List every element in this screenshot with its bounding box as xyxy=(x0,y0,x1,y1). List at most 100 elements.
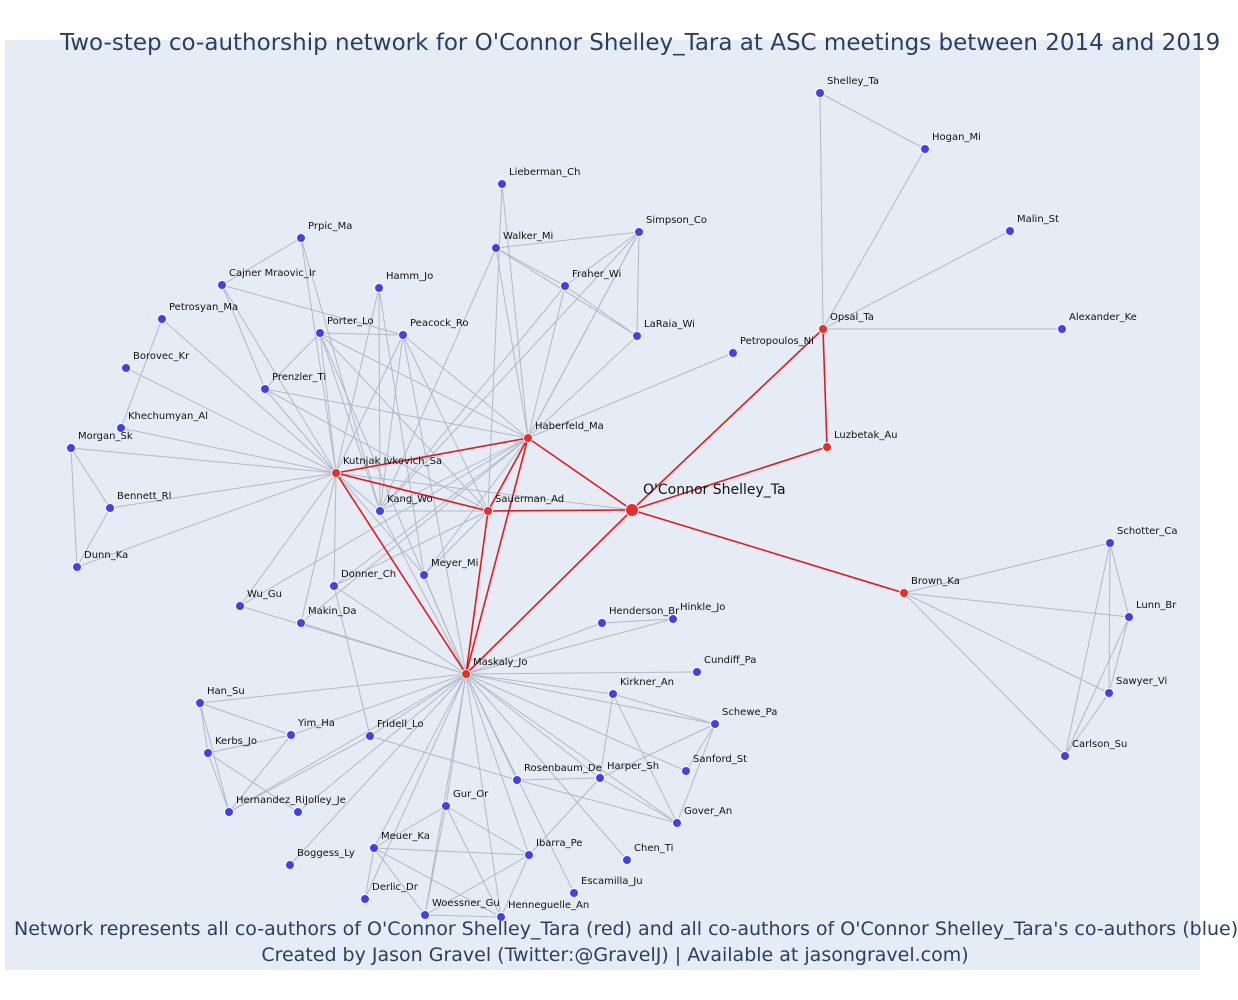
node-wu-gu[interactable] xyxy=(235,601,245,611)
node-petropoulos-ni[interactable] xyxy=(728,348,738,358)
edge-maskaly-jo--jolley-je xyxy=(297,673,467,813)
node-chen-ti[interactable] xyxy=(622,855,632,865)
node-prpic-ma[interactable] xyxy=(296,233,306,243)
node-meyer-mi[interactable] xyxy=(419,570,429,580)
node-woessner-gu[interactable] xyxy=(420,910,430,920)
edge-kutnjak-ivkovich-sa--dunn-ka xyxy=(76,472,337,568)
edge-kirkner-an--schewe-pa xyxy=(612,693,716,725)
node-kirkner-an[interactable] xyxy=(608,689,618,699)
edge-kerbs-jo--hernandez-ri xyxy=(207,752,230,813)
edge-first-step-o-connor-shelley-ta--haberfeld-ma xyxy=(527,437,633,511)
node-schewe-pa[interactable] xyxy=(710,719,720,729)
node-peacock-ro[interactable] xyxy=(398,330,408,340)
node-walker-mi[interactable] xyxy=(491,243,501,253)
node-schotter-ca[interactable] xyxy=(1105,538,1115,548)
edge-opsal-ta--malin-st xyxy=(822,230,1011,330)
node-brown-ka[interactable] xyxy=(899,588,909,598)
edge-first-step-opsal-ta--luzbetak-au xyxy=(822,328,828,448)
node-lunn-br[interactable] xyxy=(1124,612,1134,622)
node-escamilla-ju[interactable] xyxy=(569,888,579,898)
node-ibarra-pe[interactable] xyxy=(524,850,534,860)
node-hernandez-ri[interactable] xyxy=(224,807,234,817)
node-label-carlson-su: Carlson_Su xyxy=(1072,739,1127,750)
node-henneguelle-an[interactable] xyxy=(496,912,506,922)
node-morgan-sk[interactable] xyxy=(66,443,76,453)
node-lieberman-ch[interactable] xyxy=(497,179,507,189)
edge-maskaly-jo--henderson-br xyxy=(465,622,603,675)
node-kerbs-jo[interactable] xyxy=(203,748,213,758)
node-bennett-rl[interactable] xyxy=(105,503,115,513)
node-label-meuer-ka: Meuer_Ka xyxy=(381,831,430,842)
node-henderson-br[interactable] xyxy=(597,618,607,628)
node-label-hamm-jo: Hamm_Jo xyxy=(386,271,433,282)
node-porter-lo[interactable] xyxy=(315,328,325,338)
node-luzbetak-au[interactable] xyxy=(822,442,832,452)
node-gur-or[interactable] xyxy=(441,801,451,811)
node-maskaly-jo[interactable] xyxy=(461,669,471,679)
edge-first-step-kutnjak-ivkovich-sa--maskaly-jo xyxy=(335,472,467,675)
grey-edge-layer xyxy=(70,92,1130,918)
node-label-harper-sh: Harper_Sh xyxy=(607,761,659,772)
edge-maskaly-jo--ibarra-pe xyxy=(465,673,530,856)
node-petrosyan-ma[interactable] xyxy=(157,314,167,324)
node-label-lieberman-ch: Lieberman_Ch xyxy=(509,167,580,178)
node-label-dunn-ka: Dunn_Ka xyxy=(84,550,128,561)
edge-haberfeld-ma--fraher-wi xyxy=(527,285,566,439)
node-haberfeld-ma[interactable] xyxy=(523,433,533,443)
node-label-yim-ha: Yim_Ha xyxy=(297,718,335,729)
node-label-khechumyan-al: Khechumyan_Al xyxy=(128,411,208,422)
edge-porter-lo--peacock-ro xyxy=(319,332,404,336)
node-dunn-ka[interactable] xyxy=(72,562,82,572)
node-gover-an[interactable] xyxy=(672,818,682,828)
node-derlic-dr[interactable] xyxy=(360,894,370,904)
node-simpson-co[interactable] xyxy=(634,227,644,237)
node-laraia-wi[interactable] xyxy=(632,331,642,341)
edge-han-su--kerbs-jo xyxy=(199,702,209,754)
edge-gur-or--woessner-gu xyxy=(424,805,447,916)
node-khechumyan-al[interactable] xyxy=(116,423,126,433)
edge-woessner-gu--henneguelle-an xyxy=(424,914,502,918)
edge-walker-mi--fraher-wi xyxy=(495,247,566,287)
node-kang-wo[interactable] xyxy=(375,506,385,516)
node-donner-ch[interactable] xyxy=(329,581,339,591)
node-makin-da[interactable] xyxy=(296,618,306,628)
edge-brown-ka--carlson-su xyxy=(903,592,1066,757)
node-alexander-ke[interactable] xyxy=(1057,324,1067,334)
node-cajner-mraovic-ir[interactable] xyxy=(217,280,227,290)
node-hogan-mi[interactable] xyxy=(920,144,930,154)
node-carlson-su[interactable] xyxy=(1060,751,1070,761)
edge-kutnjak-ivkovich-sa--bennett-rl xyxy=(109,472,337,509)
node-boggess-ly[interactable] xyxy=(285,860,295,870)
node-hinkle-jo[interactable] xyxy=(668,614,678,624)
node-malin-st[interactable] xyxy=(1005,226,1015,236)
edge-ibarra-pe--woessner-gu xyxy=(424,854,530,916)
node-fridell-lo[interactable] xyxy=(365,731,375,741)
edge-cajner-mraovic-ir--prenzler-ti xyxy=(221,284,266,390)
edge-meuer-ka--derlic-dr xyxy=(364,847,375,900)
edge-meuer-ka--henneguelle-an xyxy=(373,847,502,918)
node-harper-sh[interactable] xyxy=(595,773,605,783)
node-jolley-je[interactable] xyxy=(293,807,303,817)
edge-brown-ka--sawyer-vi xyxy=(903,592,1110,694)
edge-petrosyan-ma--khechumyan-al xyxy=(120,318,163,429)
node-cundiff-pa[interactable] xyxy=(692,667,702,677)
node-borovec-kr[interactable] xyxy=(121,363,131,373)
node-hamm-jo[interactable] xyxy=(374,283,384,293)
node-sauerman-ad[interactable] xyxy=(483,506,493,516)
node-kutnjak-ivkovich-sa[interactable] xyxy=(331,468,341,478)
node-opsal-ta[interactable] xyxy=(818,324,828,334)
node-sawyer-vi[interactable] xyxy=(1104,688,1114,698)
node-fraher-wi[interactable] xyxy=(560,281,570,291)
node-shelley-ta[interactable] xyxy=(815,88,825,98)
node-o-connor-shelley-ta[interactable] xyxy=(625,503,639,517)
node-meuer-ka[interactable] xyxy=(369,843,379,853)
node-sanford-st[interactable] xyxy=(681,766,691,776)
node-rosenbaum-de[interactable] xyxy=(512,775,522,785)
node-han-su[interactable] xyxy=(195,698,205,708)
footer-credit: Created by Jason Gravel (Twitter:@Gravel… xyxy=(261,944,969,966)
node-yim-ha[interactable] xyxy=(286,730,296,740)
edge-maskaly-jo--han-su xyxy=(199,673,467,704)
node-prenzler-ti[interactable] xyxy=(260,384,270,394)
edge-peacock-ro--maskaly-jo xyxy=(402,334,467,675)
node-label-haberfeld-ma: Haberfeld_Ma xyxy=(535,421,604,432)
